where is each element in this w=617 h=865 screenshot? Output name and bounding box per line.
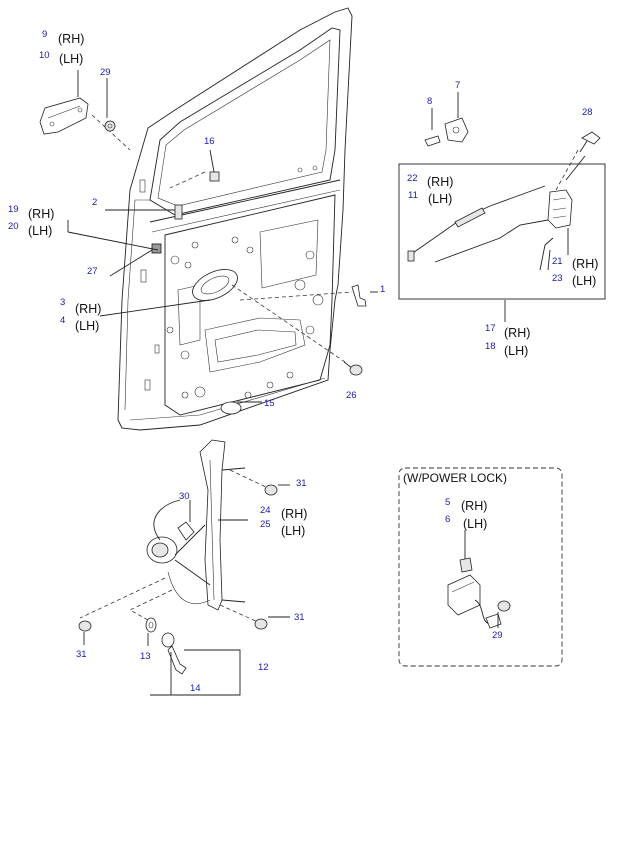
rod-2 bbox=[174, 204, 183, 220]
bracket-7 bbox=[444, 92, 469, 143]
power-lock-actuator-5-6 bbox=[447, 530, 502, 629]
nut-29-upper bbox=[104, 78, 116, 132]
label-part-11: 11 bbox=[408, 190, 418, 201]
label-part-12: 12 bbox=[258, 662, 269, 673]
label-part-26: 26 bbox=[346, 390, 357, 401]
label-rh-3: (RH) bbox=[75, 302, 101, 316]
label-part-27: 27 bbox=[87, 266, 98, 277]
label-part-10: 10 bbox=[39, 50, 50, 61]
label-part-17: 17 bbox=[485, 323, 496, 334]
label-part-23: 23 bbox=[552, 273, 563, 284]
label-rh-22: (RH) bbox=[427, 175, 453, 189]
label-part-3: 3 bbox=[60, 297, 65, 308]
striker-1 bbox=[351, 284, 367, 307]
window-regulator-24-25 bbox=[199, 439, 248, 611]
label-part-2: 2 bbox=[92, 197, 97, 208]
nut-31-lower-right bbox=[219, 604, 290, 630]
label-rh-17: (RH) bbox=[504, 326, 530, 340]
label-rh-9: (RH) bbox=[58, 32, 84, 46]
label-part-25: 25 bbox=[260, 519, 271, 530]
label-lh-11: (LH) bbox=[428, 192, 452, 206]
power-lock-title: (W/POWER LOCK) bbox=[403, 471, 507, 485]
label-lh-6: (LH) bbox=[463, 517, 487, 531]
label-part-19: 19 bbox=[8, 204, 19, 215]
label-part-29-upper: 29 bbox=[100, 67, 111, 78]
outside-handle-9-10 bbox=[39, 70, 89, 135]
regulator-motor-30 bbox=[146, 499, 211, 605]
label-part-24: 24 bbox=[260, 505, 271, 516]
label-rh-21: (RH) bbox=[572, 257, 598, 271]
screw-28 bbox=[555, 131, 601, 191]
label-part-30: 30 bbox=[179, 491, 190, 502]
nut-31-lower-left bbox=[78, 577, 166, 645]
label-part-31-lower-left: 31 bbox=[76, 649, 87, 660]
clip-16 bbox=[209, 171, 220, 182]
label-part-15: 15 bbox=[264, 398, 275, 409]
label-part-7: 7 bbox=[455, 80, 460, 91]
label-part-21: 21 bbox=[552, 256, 563, 267]
label-lh-10: (LH) bbox=[59, 52, 83, 66]
plug-15 bbox=[220, 401, 242, 415]
bolt-26 bbox=[343, 361, 363, 376]
label-part-4: 4 bbox=[60, 315, 65, 326]
door-dashed-leaders bbox=[91, 114, 353, 363]
nut-29-lower bbox=[497, 600, 511, 628]
label-part-16: 16 bbox=[204, 136, 215, 147]
label-part-18: 18 bbox=[485, 341, 496, 352]
label-rh-19: (RH) bbox=[28, 207, 54, 221]
label-rh-5: (RH) bbox=[461, 499, 487, 513]
label-part-5: 5 bbox=[445, 497, 450, 508]
bolt-8 bbox=[424, 108, 441, 147]
label-part-31-lower-right: 31 bbox=[294, 612, 305, 623]
label-rh-24: (RH) bbox=[281, 507, 307, 521]
label-lh-4: (LH) bbox=[75, 319, 99, 333]
label-lh-20: (LH) bbox=[28, 224, 52, 238]
label-part-20: 20 bbox=[8, 221, 19, 232]
window-crank-handle-14 bbox=[150, 632, 241, 696]
label-lh-23: (LH) bbox=[572, 274, 596, 288]
label-part-29-lower: 29 bbox=[492, 630, 503, 641]
label-part-14: 14 bbox=[190, 683, 201, 694]
label-part-6: 6 bbox=[445, 514, 450, 525]
label-lh-25: (LH) bbox=[281, 524, 305, 538]
label-part-9: 9 bbox=[42, 29, 47, 40]
washer-13 bbox=[129, 589, 173, 646]
label-part-22: 22 bbox=[407, 173, 418, 184]
label-part-31-upper: 31 bbox=[296, 478, 307, 489]
clip-27 bbox=[151, 243, 162, 254]
label-part-13: 13 bbox=[140, 651, 151, 662]
nut-31-upper bbox=[229, 469, 290, 496]
power-lock-box bbox=[398, 467, 563, 667]
lock-assembly-box bbox=[398, 163, 606, 300]
label-part-8: 8 bbox=[427, 96, 432, 107]
label-part-1: 1 bbox=[380, 284, 385, 295]
lock-actuator-21-23 bbox=[547, 155, 586, 255]
label-lh-18: (LH) bbox=[504, 344, 528, 358]
lock-rods bbox=[407, 185, 554, 271]
door-panel-drawing bbox=[117, 7, 353, 431]
door-leaders bbox=[67, 149, 378, 403]
label-part-28: 28 bbox=[582, 107, 593, 118]
